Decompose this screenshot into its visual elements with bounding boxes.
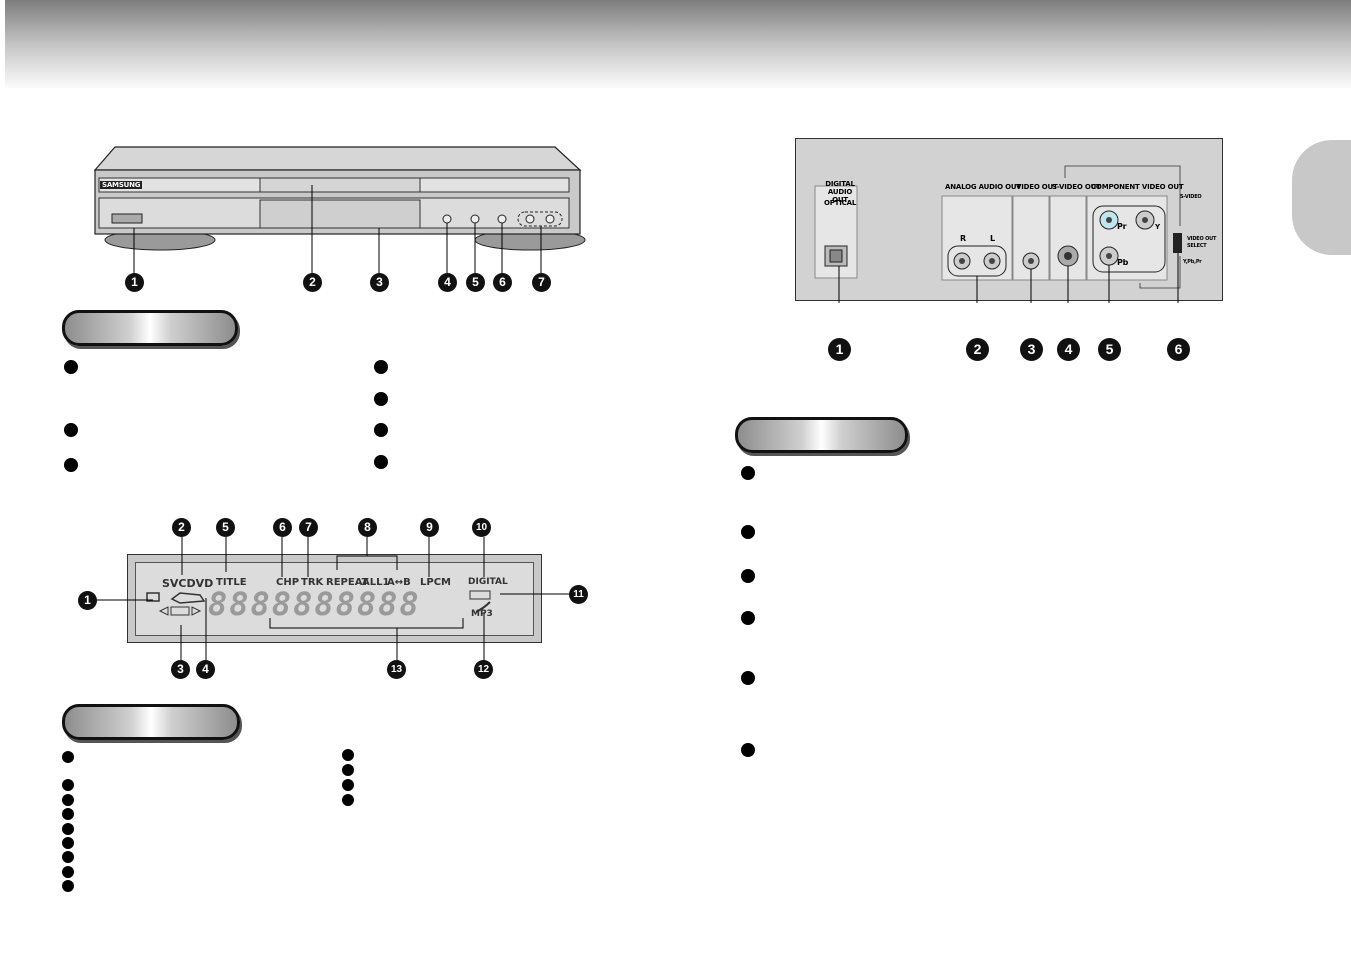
front-panel-heading-pill	[62, 310, 238, 346]
rear-bullet-6	[741, 743, 755, 757]
rear-callout-5: 5	[1098, 338, 1121, 361]
front-bullet-2	[64, 423, 78, 437]
display-bullet-12	[342, 779, 354, 791]
trk-indicator: TRK	[301, 577, 324, 588]
rear-panel-connectors	[814, 165, 1182, 303]
display-bullet-7	[62, 851, 74, 863]
mp3-indicator: MP3	[471, 609, 493, 619]
rear-bullet-2	[741, 525, 755, 539]
display-bullet-10	[342, 749, 354, 761]
repeat-indicator: REPEAT	[326, 577, 369, 588]
a-b-indicator: A↔B	[387, 577, 411, 588]
front-callout-3: 3	[370, 273, 389, 292]
pb-label: Pb	[1117, 258, 1129, 267]
display-callout-9: 9	[420, 518, 439, 537]
rear-panel-heading-pill	[735, 417, 908, 453]
lpcm-indicator: LPCM	[420, 577, 451, 588]
display-callout-1: 1	[78, 591, 97, 610]
s-video-out-label: S-VIDEO OUT	[1052, 183, 1101, 191]
rear-callout-4: 4	[1057, 338, 1080, 361]
display-callout-13: 13	[387, 660, 406, 679]
rear-callout-2: 2	[966, 338, 989, 361]
display-callout-11: 11	[569, 585, 588, 604]
l-label: L	[990, 234, 995, 243]
pr-label: Pr	[1117, 222, 1127, 231]
display-bullet-4	[62, 808, 74, 820]
display-bullet-8	[62, 866, 74, 878]
title-indicator: TITLE	[216, 577, 247, 588]
brand-logo: SAMSUNG	[100, 181, 143, 189]
front-bullet-7	[374, 455, 388, 469]
display-window	[135, 562, 534, 636]
front-bullet-3	[64, 458, 78, 472]
dolby-logo-icon	[469, 590, 491, 613]
display-callout-2: 2	[172, 518, 191, 537]
y-label: Y	[1155, 223, 1160, 231]
video-out-label: VIDEO OUT	[1016, 183, 1058, 191]
rear-callout-6: 6	[1167, 338, 1190, 361]
front-callout-4: 4	[438, 273, 457, 292]
front-bullet-5	[374, 392, 388, 406]
display-bullet-2	[62, 779, 74, 791]
r-label: R	[960, 234, 966, 243]
front-bullet-1	[64, 360, 78, 374]
svc-dvd-indicator: SVCDVD	[162, 577, 214, 590]
left-arrow-icon	[158, 606, 169, 616]
digital-indicator: DIGITAL	[468, 577, 508, 587]
disc-icon	[170, 592, 206, 604]
digital-audio-out-label: DIGITAL AUDIO OUT	[825, 180, 855, 204]
display-leader-lines	[95, 537, 575, 660]
rear-callout-1: 1	[828, 338, 851, 361]
display-bullet-1	[62, 751, 74, 763]
optical-label: OPTICAL	[824, 199, 857, 207]
y-pb-pr-switch-label: Y,Pb,Pr	[1183, 259, 1202, 265]
display-callout-7: 7	[299, 518, 318, 537]
rear-bullet-1	[741, 466, 755, 480]
rear-callout-3: 3	[1020, 338, 1043, 361]
display-bullet-3	[62, 794, 74, 806]
s-video-switch-label: S-VIDEO	[1180, 194, 1202, 200]
analog-audio-out-label: ANALOG AUDIO OUT	[945, 183, 1021, 191]
display-heading-pill	[62, 704, 240, 740]
display-bullet-6	[62, 837, 74, 849]
front-callout-5: 5	[466, 273, 485, 292]
display-bullet-13	[342, 794, 354, 806]
display-bullet-5	[62, 823, 74, 835]
front-panel-illustration	[93, 146, 586, 273]
display-callout-6: 6	[273, 518, 292, 537]
front-bullet-6	[374, 423, 388, 437]
display-callout-8: 8	[358, 518, 377, 537]
front-callout-2: 2	[303, 273, 322, 292]
front-callout-7: 7	[532, 273, 551, 292]
display-callout-4: 4	[196, 660, 215, 679]
component-video-out-label: COMPONENT VIDEO OUT	[1091, 183, 1184, 191]
camera-icon	[146, 592, 160, 602]
front-callout-6: 6	[493, 273, 512, 292]
rear-bullet-4	[741, 611, 755, 625]
display-bullet-9	[62, 880, 74, 892]
right-arrow-icon	[191, 606, 202, 616]
display-callout-3: 3	[171, 660, 190, 679]
chp-indicator: CHP	[276, 577, 300, 588]
display-bullet-11	[342, 764, 354, 776]
display-callout-12: 12	[474, 660, 493, 679]
display-icons	[146, 592, 206, 616]
rear-bullet-3	[741, 569, 755, 583]
chapter-tab	[1292, 140, 1351, 255]
all-indicator: ALL1	[362, 577, 390, 588]
display-callout-10: 10	[472, 518, 491, 537]
segment-digits: 8888888888	[208, 585, 421, 623]
front-callout-1: 1	[125, 273, 144, 292]
video-out-select-label: VIDEO OUT SELECT	[1187, 236, 1217, 249]
page-header-band	[5, 0, 1351, 88]
rear-bullet-5	[741, 671, 755, 685]
display-callout-5: 5	[216, 518, 235, 537]
front-bullet-4	[374, 360, 388, 374]
